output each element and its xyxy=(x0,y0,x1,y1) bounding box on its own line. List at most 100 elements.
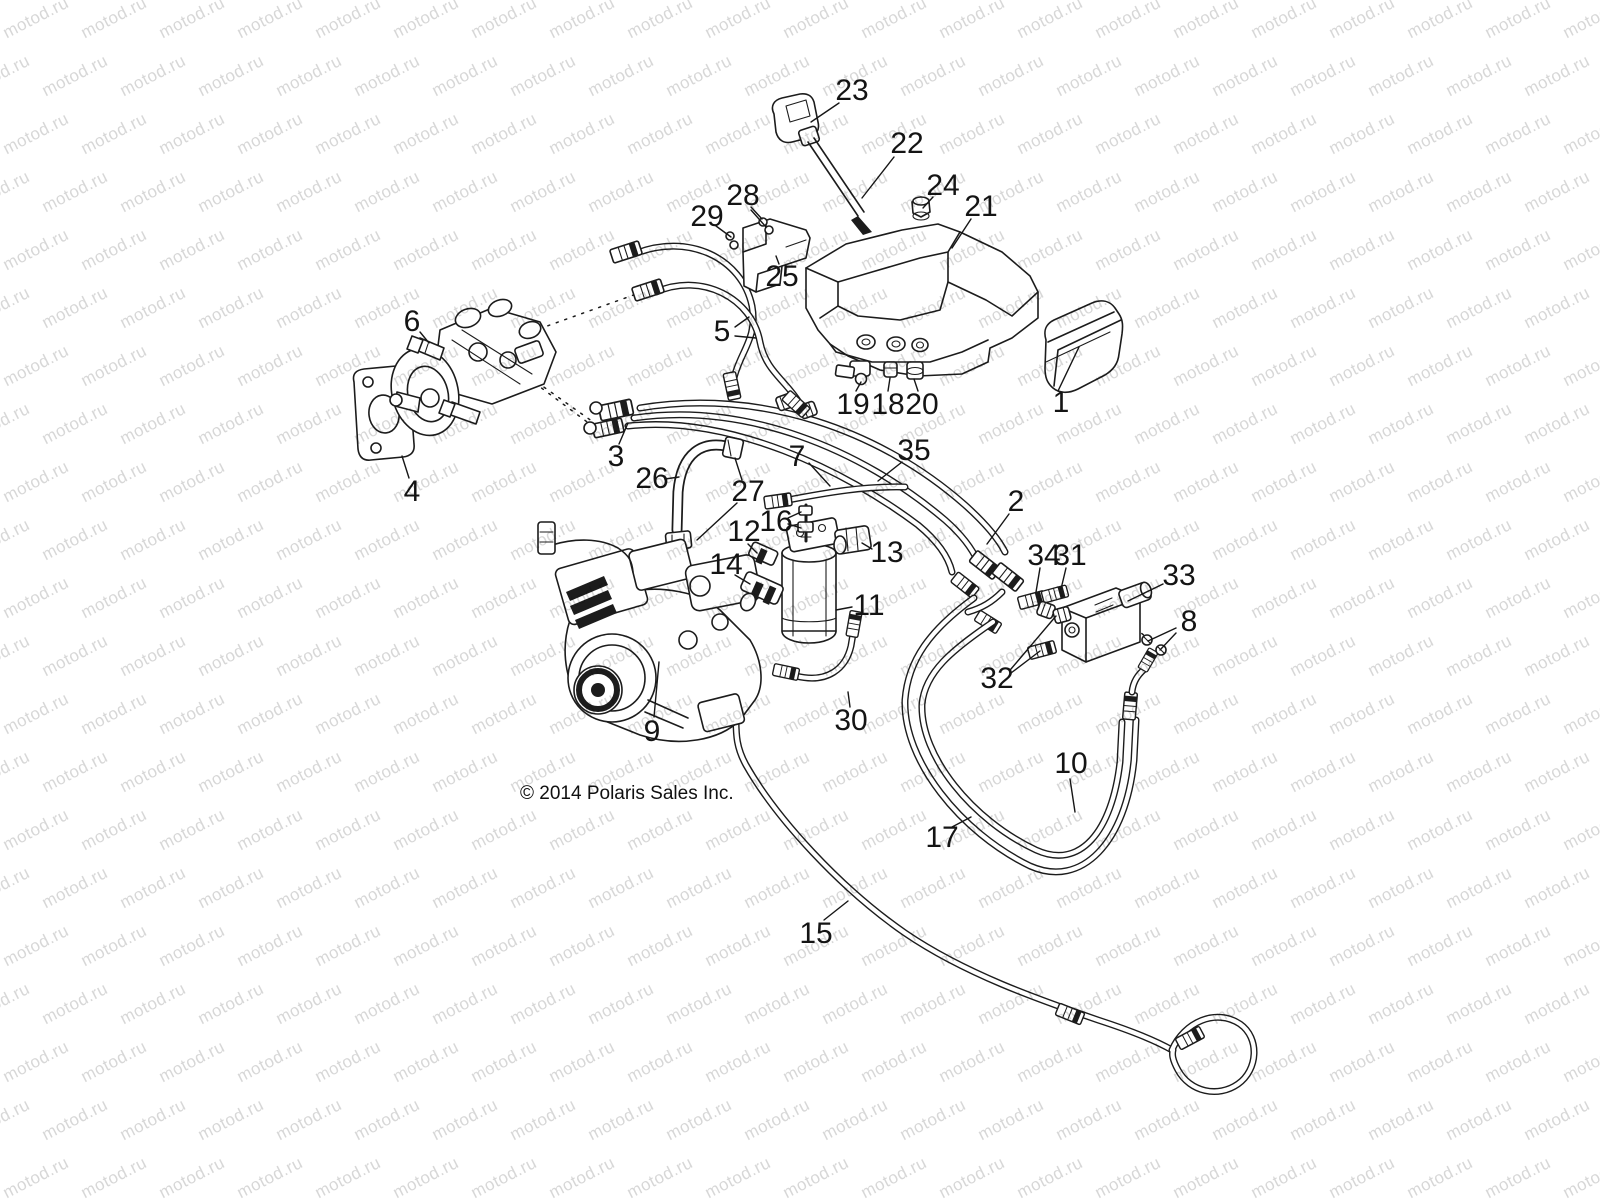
part-label-1: 1 xyxy=(1052,386,1070,419)
bolt-lower xyxy=(438,399,481,425)
leader-line-3 xyxy=(618,422,629,445)
part-label-19: 19 xyxy=(836,388,870,421)
oil-tank-drawing xyxy=(805,223,1039,386)
leader-line-8 xyxy=(1147,627,1177,642)
part-label-7: 7 xyxy=(788,440,806,473)
breather-24 xyxy=(911,196,931,221)
part-label-11: 11 xyxy=(853,589,885,622)
leader-line-5 xyxy=(734,316,750,328)
part-label-12: 12 xyxy=(727,515,761,548)
fitting-19 xyxy=(834,360,871,386)
leader-line-29 xyxy=(715,225,732,238)
leader-line-35 xyxy=(877,461,903,482)
leader-line-7 xyxy=(808,462,831,487)
part-label-22: 22 xyxy=(890,127,924,160)
part-label-10: 10 xyxy=(1054,747,1088,780)
bolt-16 xyxy=(797,503,814,543)
fitting-13 xyxy=(833,525,872,555)
leader-line-34 xyxy=(1035,567,1041,593)
leader-line-33 xyxy=(1127,583,1164,602)
part-label-34: 34 xyxy=(1027,539,1061,572)
part-label-13: 13 xyxy=(870,536,904,569)
leader-line-20 xyxy=(913,378,919,392)
screws-28 xyxy=(758,217,774,235)
bolt-6 xyxy=(406,335,445,361)
dipstick-drawing xyxy=(771,93,872,235)
leader-line-26 xyxy=(664,476,680,480)
part-label-28: 28 xyxy=(726,179,760,212)
leader-line-18 xyxy=(887,377,891,392)
part-label-3: 3 xyxy=(607,440,625,473)
oil-filter-drawing xyxy=(739,503,872,644)
pump-drawing xyxy=(352,298,635,461)
part-label-20: 20 xyxy=(905,388,939,421)
part-label-30: 30 xyxy=(834,704,868,737)
part-label-31: 31 xyxy=(1053,539,1087,572)
leader-line-28 xyxy=(750,209,767,228)
copyright-text: © 2014 Polaris Sales Inc. xyxy=(520,783,734,804)
leader-line-10 xyxy=(1069,778,1076,813)
part-label-25: 25 xyxy=(765,260,799,293)
hose-30 xyxy=(771,609,863,682)
cover-1-drawing xyxy=(1044,300,1124,394)
hose-15 xyxy=(715,655,1258,1095)
leader-line-1 xyxy=(1057,346,1080,392)
leader-line-30 xyxy=(847,691,851,708)
leader-line-11 xyxy=(835,606,853,611)
leader-line-12 xyxy=(747,543,758,554)
leader-line-28 xyxy=(750,206,763,220)
clamp-27-upper xyxy=(721,436,745,460)
part-label-24: 24 xyxy=(926,169,960,202)
part-label-18: 18 xyxy=(871,388,905,421)
part-label-29: 29 xyxy=(690,200,724,233)
part-label-27: 27 xyxy=(731,475,765,508)
screws-8 xyxy=(1141,634,1167,656)
part-label-26: 26 xyxy=(635,462,669,495)
leader-line-31 xyxy=(1060,567,1067,590)
leader-line-8 xyxy=(1159,632,1177,651)
part-label-33: 33 xyxy=(1162,559,1196,592)
leader-line-27 xyxy=(734,457,743,481)
leader-line-32 xyxy=(1010,650,1041,674)
hose-10-17-loop xyxy=(901,594,1159,876)
leader-line-22 xyxy=(861,156,895,199)
fittings-3 xyxy=(583,398,635,439)
part-label-32: 32 xyxy=(980,662,1014,695)
leader-line-14 xyxy=(734,574,751,585)
fitting-12 xyxy=(748,541,779,566)
leader-line-21 xyxy=(951,218,972,249)
leader-line-17 xyxy=(951,816,972,828)
hose-bundle-2-7-35 xyxy=(624,391,1025,635)
leader-line-15 xyxy=(823,900,849,921)
part-label-2: 2 xyxy=(1007,485,1025,518)
part-label-8: 8 xyxy=(1180,605,1198,638)
part-label-16: 16 xyxy=(759,505,793,538)
part-label-15: 15 xyxy=(799,917,833,950)
leader-line-9 xyxy=(653,661,660,718)
leader-line-25 xyxy=(775,255,780,265)
nut-18 xyxy=(883,361,898,378)
leader-line-13 xyxy=(861,542,873,550)
part-label-4: 4 xyxy=(403,475,421,508)
fitting-14 xyxy=(739,571,784,612)
part-label-23: 23 xyxy=(835,74,869,107)
part-label-14: 14 xyxy=(709,548,743,581)
leader-line-5 xyxy=(734,335,757,339)
leader-line-32 xyxy=(1010,615,1057,670)
bolt-20 xyxy=(906,361,924,380)
part-label-21: 21 xyxy=(964,190,998,223)
leader-line-4 xyxy=(401,455,410,479)
part-label-17: 17 xyxy=(925,821,959,854)
leader-line-24 xyxy=(922,196,934,209)
part-label-6: 6 xyxy=(403,305,421,338)
hoses-5 xyxy=(608,239,811,419)
leader-line-2 xyxy=(986,513,1010,545)
part-label-9: 9 xyxy=(643,715,661,748)
bracket-25-drawing xyxy=(725,217,811,293)
engine-drawing xyxy=(537,521,762,743)
part-label-5: 5 xyxy=(713,315,731,348)
leader-line-27 xyxy=(696,502,738,541)
part-label-35: 35 xyxy=(897,434,931,467)
